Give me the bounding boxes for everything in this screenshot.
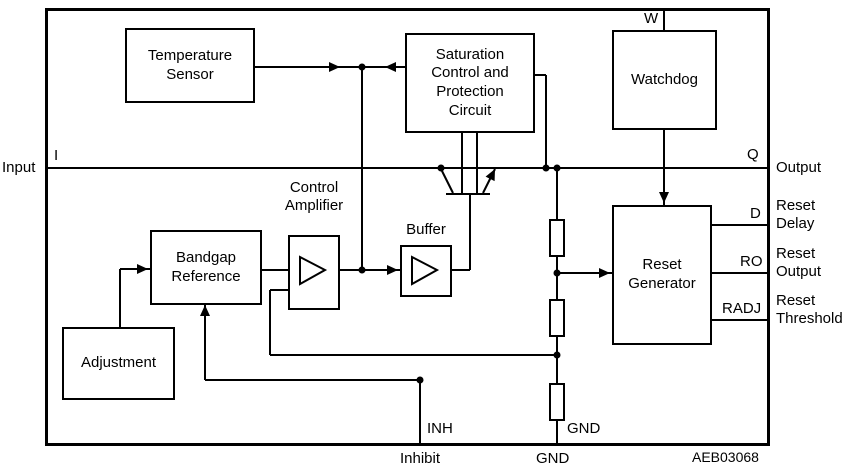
pin-label-q: Q: [747, 146, 759, 163]
pin-label-ro: RO: [740, 253, 763, 270]
block-adjustment: Adjustment: [62, 327, 175, 400]
pin-label-radj: RADJ: [722, 300, 762, 317]
block-bandgap-reference: Bandgap Reference: [150, 230, 262, 305]
pin-label-inh: INH: [427, 420, 453, 437]
block-control-amplifier: [288, 235, 340, 310]
reset-output-label: Reset Output: [776, 245, 822, 280]
reset-threshold-label: Reset Threshold: [776, 292, 843, 327]
block-watchdog: Watchdog: [612, 30, 717, 130]
pin-label-i: I: [54, 147, 59, 164]
block-temperature-sensor: Temperature Sensor: [125, 28, 255, 103]
buffer-title: Buffer: [406, 221, 446, 238]
pin-label-w: W: [644, 10, 659, 27]
block-reset-generator: Reset Generator: [612, 205, 712, 345]
gnd-label-inner: GND: [567, 420, 601, 437]
pin-label-d: D: [750, 205, 761, 222]
gnd-label-outer: GND: [536, 450, 570, 467]
block-buffer: [400, 245, 452, 297]
inhibit-label: Inhibit: [400, 450, 441, 467]
input-label: Input: [2, 159, 36, 176]
drawing-number: AEB03068: [692, 449, 759, 465]
block-saturation-control: Saturation Control and Protection Circui…: [405, 33, 535, 133]
output-label: Output: [776, 159, 822, 176]
control-amplifier-title: Control Amplifier: [284, 179, 344, 214]
reset-delay-label: Reset Delay: [776, 197, 816, 232]
